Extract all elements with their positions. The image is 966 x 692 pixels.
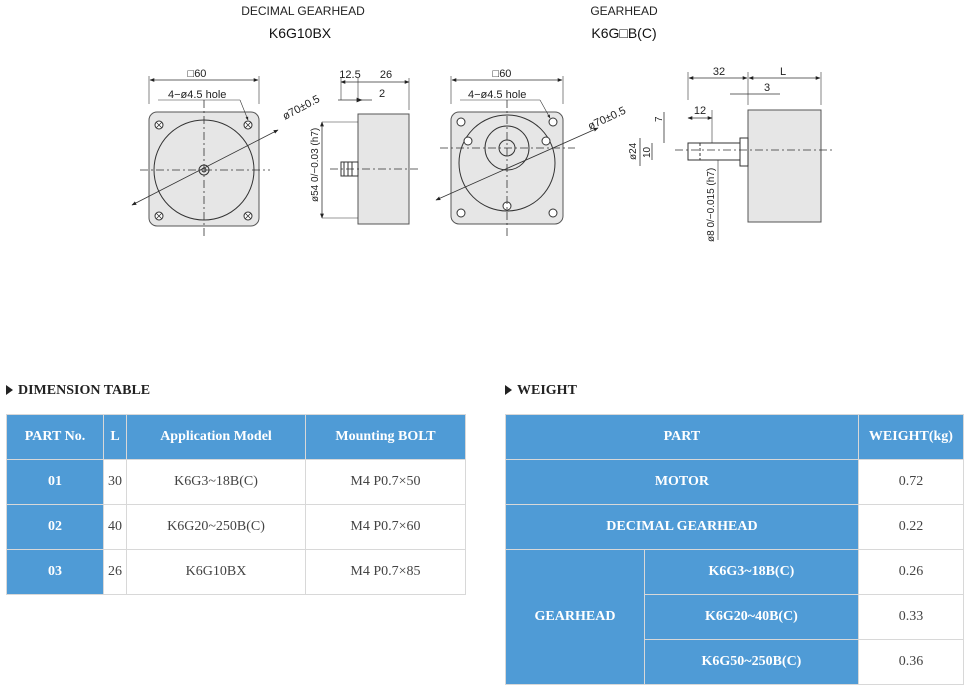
dimension-table-heading: DIMENSION TABLE: [6, 383, 150, 399]
right-dim-24: ø24: [628, 142, 639, 160]
gearhead-model-cell: K6G20~40B(C): [644, 594, 859, 640]
table-row: 01 30 K6G3~18B(C) M4 P0.7×50: [6, 459, 466, 505]
right-dim-12: 12: [694, 105, 706, 117]
bolt-cell: M4 P0.7×85: [305, 549, 466, 595]
right-dim-L: L: [780, 66, 786, 78]
bolt-cell: M4 P0.7×60: [305, 504, 466, 550]
part-no-cell: 02: [6, 504, 104, 550]
bolt-cell: M4 P0.7×50: [305, 459, 466, 505]
model-cell: K6G20~250B(C): [126, 504, 306, 550]
decimal-gearhead-weight: 0.22: [857, 504, 965, 550]
gearhead-weight-cell: 0.33: [857, 594, 965, 640]
technical-drawings: DECIMAL GEARHEAD K6G10BX □60 4−ø4.5 hole…: [131, 4, 835, 242]
gearhead-drawing: GEARHEAD K6G□B(C) □60 4−ø4.5 hole ø70±0.…: [435, 4, 835, 242]
model-cell: K6G10BX: [126, 549, 306, 595]
left-square-dim: □60: [188, 68, 207, 80]
header-weight: WEIGHT(kg): [857, 414, 965, 460]
left-dim-a: 12.5: [339, 69, 360, 81]
table-row: DECIMAL GEARHEAD 0.22: [505, 504, 965, 550]
dimension-table: PART No. L Application Model Mounting BO…: [6, 414, 466, 595]
model-cell: K6G3~18B(C): [126, 459, 306, 505]
table-header-row: PART WEIGHT(kg): [505, 414, 965, 460]
left-pcd-label: ø70±0.5: [281, 93, 322, 123]
table-row: K6G20~40B(C) 0.33: [506, 594, 965, 640]
gearhead-weight-cell: 0.26: [857, 549, 965, 595]
table-row: GEARHEAD K6G3~18B(C) 0.26: [505, 549, 965, 685]
header-application-model: Application Model: [126, 414, 306, 460]
decimal-gearhead-model: K6G10BX: [269, 25, 332, 41]
header-part-no: PART No.: [6, 414, 104, 460]
right-dim-7: 7: [654, 116, 665, 122]
gearhead-model-cell: K6G3~18B(C): [644, 549, 859, 595]
table-row: MOTOR 0.72: [505, 459, 965, 505]
right-dim-10: 10: [642, 146, 653, 158]
right-shaft-label: ø8 0/−0.015 (h7): [706, 168, 717, 242]
left-dim-c: 2: [379, 88, 385, 100]
header-mounting-bolt: Mounting BOLT: [305, 414, 466, 460]
gearhead-model-cell: K6G50~250B(C): [644, 639, 859, 685]
right-hole-label: 4−ø4.5 hole: [468, 89, 526, 101]
l-cell: 30: [103, 459, 127, 505]
decimal-gearhead-label: DECIMAL GEARHEAD: [505, 504, 859, 550]
decimal-gearhead-title: DECIMAL GEARHEAD: [241, 4, 365, 18]
decimal-gearhead-drawing: DECIMAL GEARHEAD K6G10BX □60 4−ø4.5 hole…: [131, 4, 420, 236]
gearhead-title: GEARHEAD: [590, 4, 658, 18]
gearhead-weight-cell: 0.36: [857, 639, 965, 685]
table-header-row: PART No. L Application Model Mounting BO…: [6, 414, 466, 460]
l-cell: 26: [103, 549, 127, 595]
part-no-cell: 01: [6, 459, 104, 505]
table-row: 02 40 K6G20~250B(C) M4 P0.7×60: [6, 504, 466, 550]
gearhead-model: K6G□B(C): [591, 25, 656, 41]
triangle-bullet-icon: [505, 385, 512, 395]
l-cell: 40: [103, 504, 127, 550]
weight-table-heading: WEIGHT: [505, 383, 577, 399]
gearhead-label: GEARHEAD: [505, 549, 645, 685]
right-pcd-label: ø70±0.5: [586, 105, 628, 133]
right-dim-3: 3: [764, 82, 770, 94]
right-square-dim: □60: [493, 68, 512, 80]
header-l: L: [103, 414, 127, 460]
header-part: PART: [505, 414, 859, 460]
left-hole-label: 4−ø4.5 hole: [168, 89, 226, 101]
motor-weight: 0.72: [857, 459, 965, 505]
right-dim-32: 32: [713, 66, 725, 78]
triangle-bullet-icon: [6, 385, 13, 395]
table-row: K6G50~250B(C) 0.36: [506, 639, 965, 685]
left-pilot-label: ø54 0/−0.03 (h7): [310, 128, 321, 202]
table-row: 03 26 K6G10BX M4 P0.7×85: [6, 549, 466, 595]
weight-table: PART WEIGHT(kg) MOTOR 0.72 DECIMAL GEARH…: [505, 414, 965, 685]
motor-label: MOTOR: [505, 459, 859, 505]
left-dim-b: 26: [380, 69, 392, 81]
part-no-cell: 03: [6, 549, 104, 595]
